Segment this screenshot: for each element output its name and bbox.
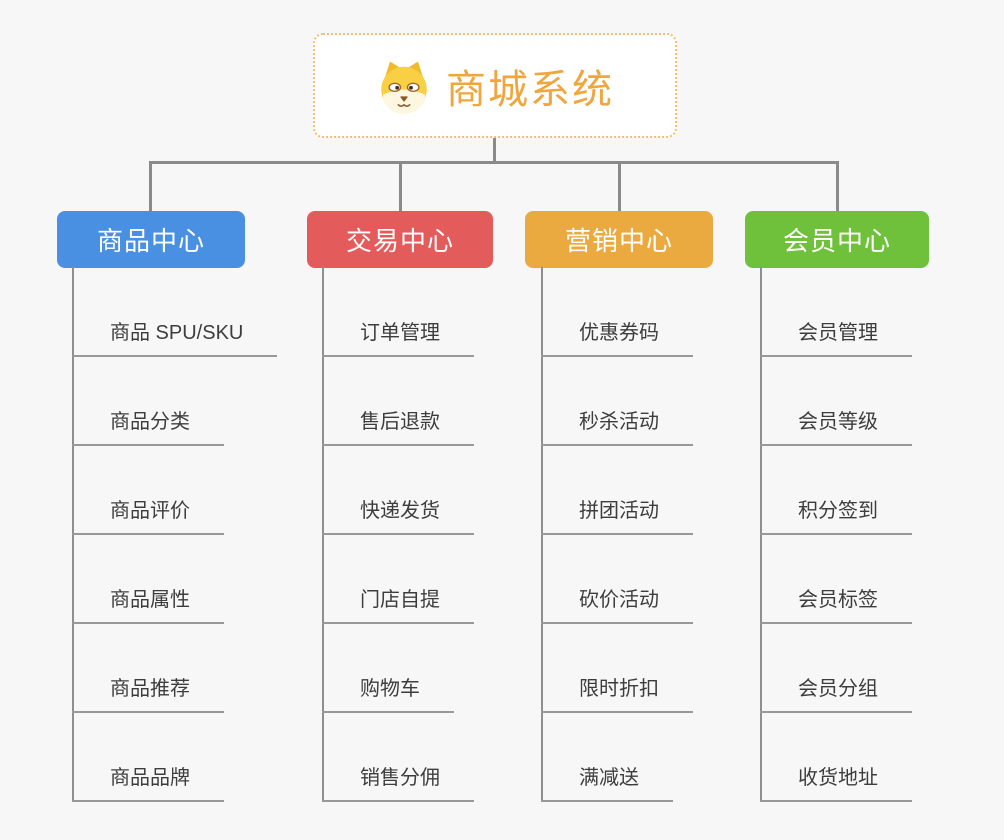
sub-item-node[interactable]: 订单管理 — [322, 320, 474, 357]
sub-item-node[interactable]: 积分签到 — [760, 498, 912, 535]
root-node[interactable]: 商城系统 — [313, 33, 677, 138]
sub-item-node[interactable]: 门店自提 — [322, 587, 474, 624]
branch-node-marketing-center[interactable]: 营销中心 — [525, 211, 713, 268]
sub-item-node[interactable]: 快递发货 — [322, 498, 474, 535]
branch-label: 商品中心 — [96, 226, 205, 256]
branch-connector-bar — [150, 161, 839, 164]
sub-item-node[interactable]: 商品分类 — [72, 409, 224, 446]
sub-item-node[interactable]: 会员管理 — [760, 320, 912, 357]
branch-node-trade-center[interactable]: 交易中心 — [307, 211, 493, 268]
sub-item-node[interactable]: 商品推荐 — [72, 676, 224, 713]
sub-item-node[interactable]: 收货地址 — [760, 765, 912, 802]
sub-item-node[interactable]: 砍价活动 — [541, 587, 693, 624]
sub-item-node[interactable]: 优惠券码 — [541, 320, 693, 357]
branch-label: 会员中心 — [782, 226, 891, 256]
sub-item-node[interactable]: 售后退款 — [322, 409, 474, 446]
connector-drop-line — [149, 161, 152, 212]
sub-item-node[interactable]: 商品属性 — [72, 587, 224, 624]
sub-item-node[interactable]: 商品评价 — [72, 498, 224, 535]
connector-drop-line — [836, 161, 839, 212]
sub-item-node[interactable]: 商品品牌 — [72, 765, 224, 802]
sub-item-node[interactable]: 购物车 — [322, 676, 454, 713]
sub-item-node[interactable]: 拼团活动 — [541, 498, 693, 535]
branch-node-product-center[interactable]: 商品中心 — [57, 211, 245, 268]
sub-item-node[interactable]: 会员标签 — [760, 587, 912, 624]
sub-item-node[interactable]: 秒杀活动 — [541, 409, 693, 446]
sub-item-node[interactable]: 销售分佣 — [322, 765, 474, 802]
branch-label: 交易中心 — [345, 226, 454, 256]
branch-node-member-center[interactable]: 会员中心 — [745, 211, 929, 268]
root-title: 商城系统 — [446, 67, 614, 112]
sub-item-node[interactable]: 商品 SPU/SKU — [72, 320, 278, 357]
sub-item-node[interactable]: 会员分组 — [760, 676, 912, 713]
sub-item-node[interactable]: 限时折扣 — [541, 676, 693, 713]
connector-drop-line — [618, 161, 621, 212]
root-connector-line — [493, 136, 496, 164]
dog-face-icon — [381, 61, 427, 114]
sub-item-node[interactable]: 满减送 — [541, 765, 673, 802]
connector-drop-line — [399, 161, 402, 212]
branch-label: 营销中心 — [564, 226, 673, 256]
sub-item-node[interactable]: 会员等级 — [760, 409, 912, 446]
